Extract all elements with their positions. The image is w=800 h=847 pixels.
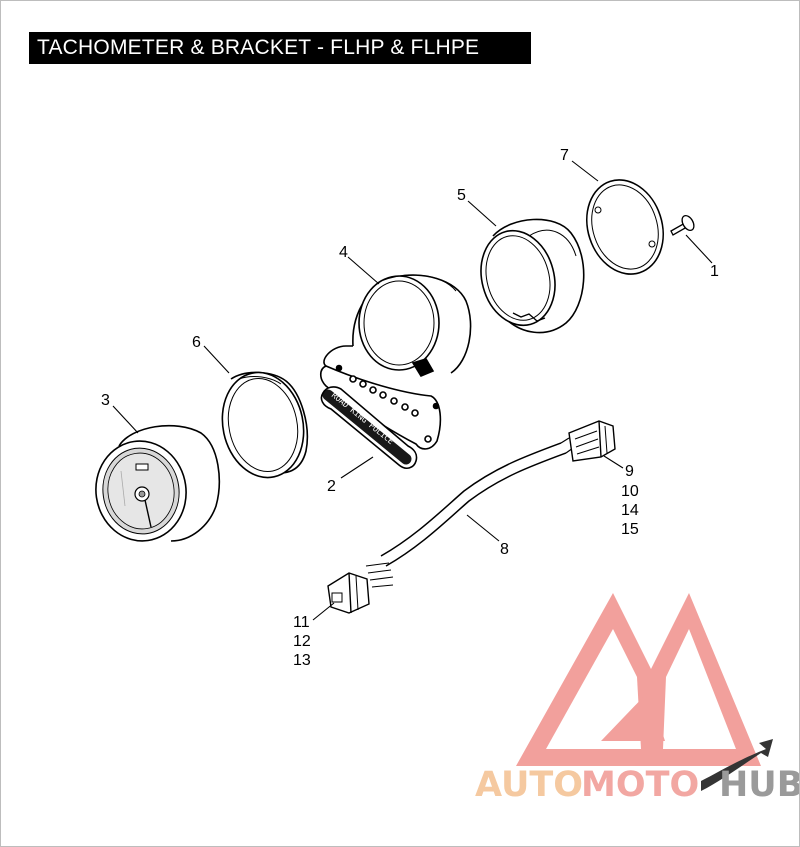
- callout-1: 1: [710, 263, 719, 280]
- leader-lines: [112, 160, 713, 621]
- part-outer-bezel: [480, 218, 585, 334]
- part-tachometer: [95, 424, 221, 542]
- watermark-logo: [516, 593, 773, 791]
- callout-14: 14: [621, 502, 639, 519]
- callout-12: 12: [293, 633, 311, 650]
- callout-3: 3: [101, 392, 110, 409]
- part-screw: [670, 214, 695, 236]
- part-connector-lower: [327, 572, 370, 614]
- watermark-hub: HUB: [719, 765, 800, 805]
- part-lens-ring: [586, 179, 664, 275]
- callout-8: 8: [500, 541, 509, 558]
- callout-13: 13: [293, 652, 311, 669]
- callout-10: 10: [621, 483, 639, 500]
- part-trim-ring: [221, 371, 309, 479]
- part-connector-upper: [568, 420, 616, 462]
- diagram-title: TACHOMETER & BRACKET - FLHP & FLHPE: [29, 32, 531, 64]
- callout-7: 7: [560, 147, 569, 164]
- callout-2: 2: [327, 478, 336, 495]
- callout-5: 5: [457, 187, 466, 204]
- callout-9: 9: [625, 463, 634, 480]
- watermark-text: AUTO MOTO HUB: [475, 765, 800, 805]
- callout-6: 6: [192, 334, 201, 351]
- watermark-auto: AUTO: [475, 765, 583, 805]
- callout-15: 15: [621, 521, 639, 538]
- watermark-moto: MOTO: [581, 765, 699, 805]
- watermark-arrow-icon: [701, 739, 773, 791]
- callout-11: 11: [293, 614, 310, 631]
- callout-4: 4: [339, 244, 348, 261]
- callout-labels: 1 2 3 4 5 6 7 8 9 10 14 15 11 12 13: [101, 147, 719, 669]
- part-housing-cup: [319, 274, 472, 450]
